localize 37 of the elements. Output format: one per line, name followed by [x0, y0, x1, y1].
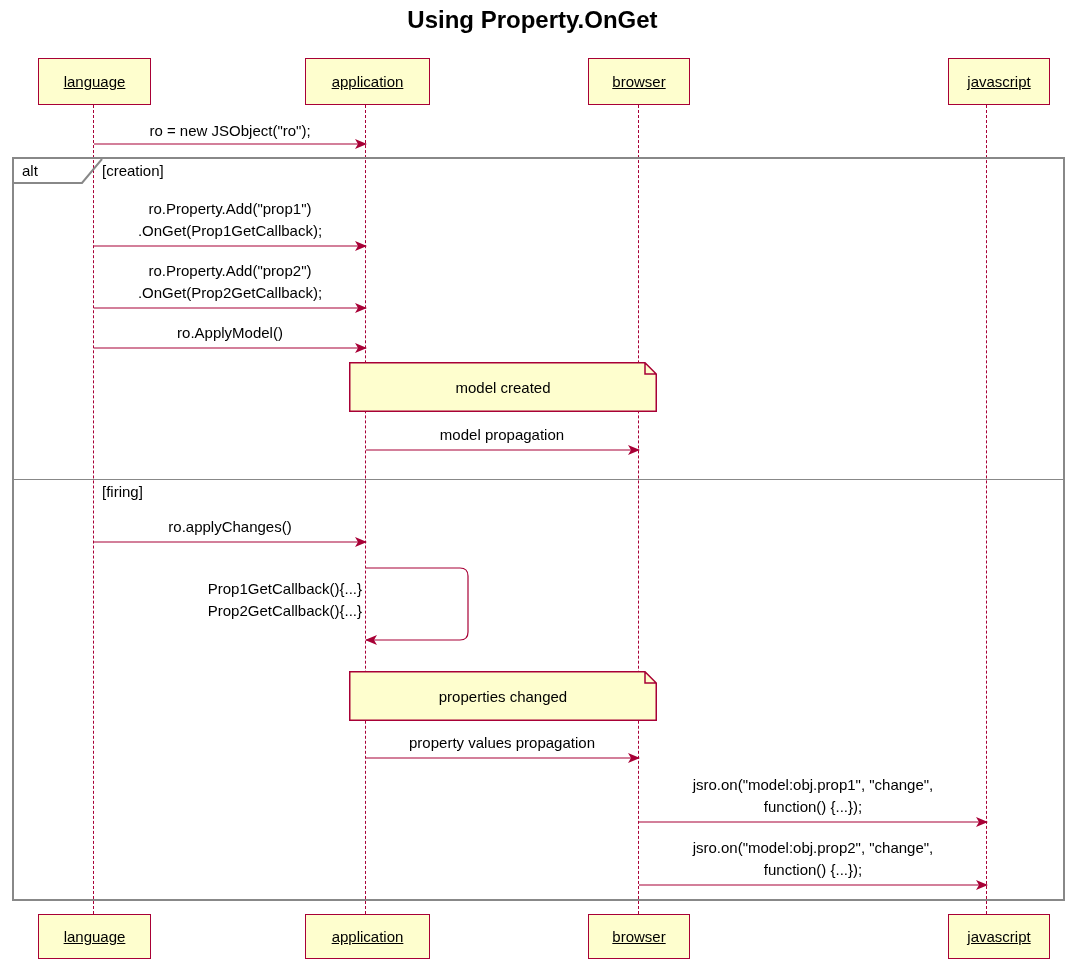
participant-box: browser	[588, 58, 690, 105]
message-arrow	[365, 753, 640, 763]
message-arrow	[93, 139, 367, 149]
message-label: Prop1GetCallback(){...} Prop2GetCallback(){...}	[206, 579, 362, 621]
message-label: ro.Property.Add("prop1") .OnGet(Prop1GetCallback);	[136, 199, 324, 241]
message-label: ro.Property.Add("prop2") .OnGet(Prop2GetCallback);	[136, 261, 324, 303]
operator-label: alt	[22, 162, 38, 179]
participant-box: application	[305, 914, 430, 959]
lifeline	[986, 105, 988, 914]
message-label: property values propagation	[409, 733, 595, 753]
participant-box: language	[38, 914, 151, 959]
message-arrow	[93, 303, 367, 313]
participant-box: browser	[588, 914, 690, 959]
message-label: ro.ApplyModel()	[177, 323, 283, 343]
note-box: model created	[349, 362, 657, 412]
message-arrow	[365, 445, 640, 455]
guard-label: [creation]	[102, 162, 164, 179]
participant-box: javascript	[948, 914, 1050, 959]
lifeline	[93, 105, 95, 914]
participant-box: language	[38, 58, 151, 105]
self-message-arrow	[365, 567, 469, 645]
guard-label: [firing]	[102, 483, 143, 500]
participant-box: application	[305, 58, 430, 105]
message-label: jsro.on("model:obj.prop2", "change", function() {...});	[691, 838, 935, 880]
message-label: model propagation	[439, 425, 565, 445]
message-arrow	[93, 343, 367, 353]
diagram-title: Using Property.OnGet	[406, 6, 659, 34]
message-arrow	[93, 241, 367, 251]
message-label: ro.applyChanges()	[168, 517, 292, 537]
note-box: properties changed	[349, 671, 657, 721]
message-arrow	[638, 880, 988, 890]
message-arrow	[93, 537, 367, 547]
message-arrow	[638, 817, 988, 827]
message-label: jsro.on("model:obj.prop1", "change", function() {...});	[691, 775, 935, 817]
message-label: ro = new JSObject("ro");	[149, 121, 311, 141]
alt-frame	[12, 157, 1065, 901]
participant-box: javascript	[948, 58, 1050, 105]
